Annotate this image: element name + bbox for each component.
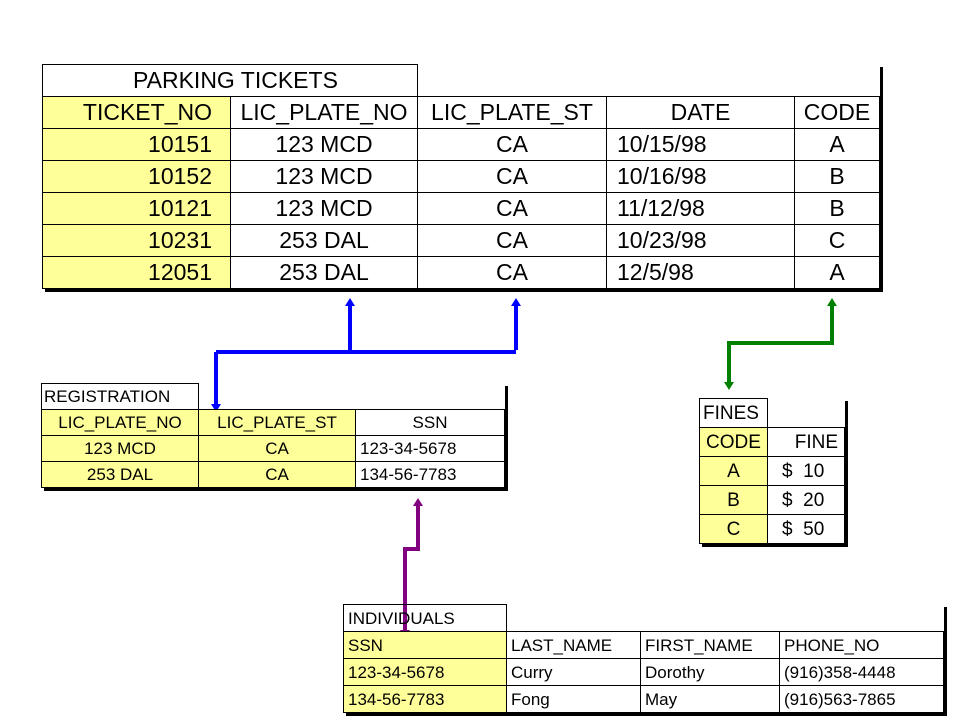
lic-plate-st-cell: CA xyxy=(198,461,356,488)
phone-no-header: PHONE_NO xyxy=(779,631,944,659)
table-row: 253 DAL CA 134-56-7783 xyxy=(41,461,505,488)
registration-table: REGISTRATION LIC_PLATE_NO LIC_PLATE_ST S… xyxy=(41,383,505,488)
table-row: 123 MCD CA 123-34-5678 xyxy=(41,435,505,462)
code-cell: B xyxy=(699,485,768,515)
table-row: A $ 10 xyxy=(699,456,845,486)
first-name-cell: May xyxy=(640,685,780,713)
date-cell: 10/23/98 xyxy=(606,224,795,257)
table-row: 10152 123 MCD CA 10/16/98 B xyxy=(42,160,880,193)
ticket-no-header: TICKET_NO xyxy=(42,96,231,129)
code-cell: A xyxy=(699,456,768,486)
code-cell: A xyxy=(794,256,880,289)
date-cell: 11/12/98 xyxy=(606,192,795,225)
table-row: C $ 50 xyxy=(699,514,845,544)
ssn-header: SSN xyxy=(343,631,507,659)
date-cell: 10/16/98 xyxy=(606,160,795,193)
ssn-cell: 134-56-7783 xyxy=(343,685,507,713)
fine-cell: $ 50 xyxy=(767,514,845,544)
ticket-no-cell: 10231 xyxy=(42,224,231,257)
table-row: 10231 253 DAL CA 10/23/98 C xyxy=(42,224,880,257)
first-name-header: FIRST_NAME xyxy=(640,631,780,659)
lic-plate-st-cell: CA xyxy=(198,435,356,462)
first-name-cell: Dorothy xyxy=(640,658,780,686)
lic-plate-no-header: LIC_PLATE_NO xyxy=(41,409,199,436)
last-name-header: LAST_NAME xyxy=(506,631,641,659)
lic-plate-st-cell: CA xyxy=(417,256,607,289)
lic-plate-no-cell: 253 DAL xyxy=(230,256,418,289)
fine-header: FINE xyxy=(767,427,845,457)
lic-plate-no-cell: 123 MCD xyxy=(41,435,199,462)
fine-cell: $ 20 xyxy=(767,485,845,515)
code-cell: B xyxy=(794,192,880,225)
parking-tickets-title: PARKING TICKETS xyxy=(42,64,418,97)
lic-plate-no-cell: 123 MCD xyxy=(230,128,418,161)
code-cell: B xyxy=(794,160,880,193)
ticket-no-cell: 12051 xyxy=(42,256,231,289)
registration-title: REGISTRATION xyxy=(41,383,199,410)
table-row: 10121 123 MCD CA 11/12/98 B xyxy=(42,192,880,225)
code-header: CODE xyxy=(794,96,880,129)
table-row: 123-34-5678 Curry Dorothy (916)358-4448 xyxy=(343,658,944,686)
individuals-table: INDIVIDUALS SSN LAST_NAME FIRST_NAME PHO… xyxy=(343,604,944,713)
ssn-link-arrow xyxy=(400,498,423,638)
table-row: 134-56-7783 Fong May (916)563-7865 xyxy=(343,685,944,713)
lic-plate-st-header: LIC_PLATE_ST xyxy=(198,409,356,436)
date-header: DATE xyxy=(606,96,795,129)
lic-plate-st-cell: CA xyxy=(417,128,607,161)
lic-plate-no-cell: 253 DAL xyxy=(230,224,418,257)
code-cell: C xyxy=(699,514,768,544)
code-cell: A xyxy=(794,128,880,161)
table-row: 12051 253 DAL CA 12/5/98 A xyxy=(42,256,880,289)
ticket-no-cell: 10121 xyxy=(42,192,231,225)
ssn-cell: 123-34-5678 xyxy=(355,435,505,462)
lic-plate-st-cell: CA xyxy=(417,192,607,225)
ssn-header: SSN xyxy=(355,409,505,436)
ticket-no-cell: 10151 xyxy=(42,128,231,161)
date-cell: 12/5/98 xyxy=(606,256,795,289)
fine-cell: $ 10 xyxy=(767,456,845,486)
code-header: CODE xyxy=(699,427,768,457)
lic-plate-no-cell: 123 MCD xyxy=(230,160,418,193)
lic-plate-no-header: LIC_PLATE_NO xyxy=(230,96,418,129)
ssn-cell: 123-34-5678 xyxy=(343,658,507,686)
lic-plate-no-cell: 253 DAL xyxy=(41,461,199,488)
individuals-title: INDIVIDUALS xyxy=(343,604,507,632)
lic-plate-st-cell: CA xyxy=(417,224,607,257)
ticket-no-cell: 10152 xyxy=(42,160,231,193)
last-name-cell: Fong xyxy=(506,685,641,713)
phone-no-cell: (916)358-4448 xyxy=(779,658,944,686)
parking-tickets-table: PARKING TICKETS TICKET_NO LIC_PLATE_NO L… xyxy=(42,64,880,289)
ssn-cell: 134-56-7783 xyxy=(355,461,505,488)
phone-no-cell: (916)563-7865 xyxy=(779,685,944,713)
lic-plate-no-cell: 123 MCD xyxy=(230,192,418,225)
table-row: B $ 20 xyxy=(699,485,845,515)
table-row: 10151 123 MCD CA 10/15/98 A xyxy=(42,128,880,161)
date-cell: 10/15/98 xyxy=(606,128,795,161)
code-cell: C xyxy=(794,224,880,257)
fines-title: FINES xyxy=(699,398,768,428)
last-name-cell: Curry xyxy=(506,658,641,686)
fines-table: FINES CODE FINE A $ 10 B $ 20 C $ 50 xyxy=(699,398,845,544)
lic-plate-st-header: LIC_PLATE_ST xyxy=(417,96,607,129)
lic-plate-st-cell: CA xyxy=(417,160,607,193)
code-link-arrow xyxy=(724,298,837,390)
